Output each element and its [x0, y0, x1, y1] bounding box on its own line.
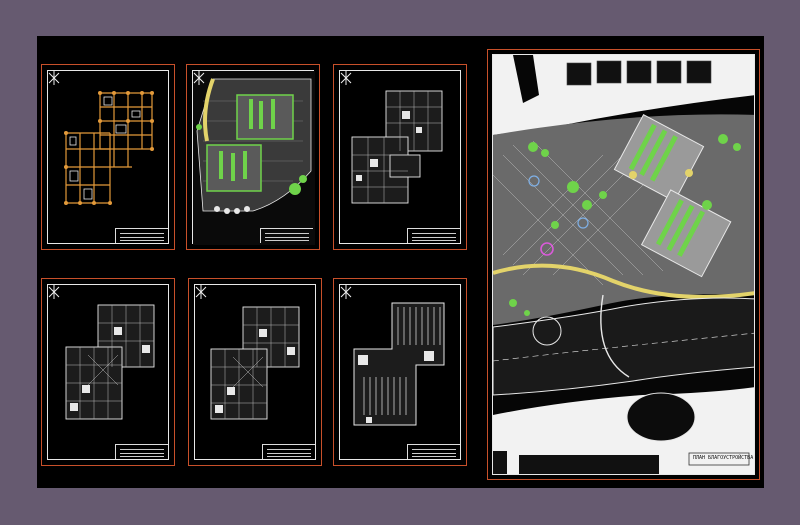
title-block — [260, 228, 313, 243]
title-block — [407, 228, 460, 243]
title-block — [115, 444, 168, 459]
north-arrow-icon — [193, 71, 205, 85]
sheet-frame — [339, 284, 461, 460]
sheet-frame — [47, 284, 169, 460]
sheet-frame — [47, 70, 169, 244]
north-arrow-icon — [195, 285, 207, 299]
parking-plan-drawing — [353, 302, 445, 426]
sheet-frame — [194, 284, 316, 460]
title-block — [115, 228, 168, 243]
title-block — [262, 444, 315, 459]
sheet-parking-level[interactable] — [333, 278, 467, 466]
floor-plan-a-drawing — [351, 90, 443, 204]
sheet-master-site-plan[interactable]: ПЛАН БЛАГОУСТРОЙСТВА — [487, 49, 760, 480]
floor-plan-b-drawing — [65, 304, 155, 420]
north-arrow-icon — [340, 71, 352, 85]
floor-plan-c-drawing — [210, 306, 300, 420]
sheet-typical-floor-c[interactable] — [188, 278, 322, 466]
north-arrow-icon — [48, 71, 60, 85]
green-roof-drawing — [193, 71, 315, 245]
sheet-frame — [192, 70, 315, 245]
site-plan-drawing — [493, 55, 754, 474]
sheet-frame — [339, 70, 461, 244]
sheet-typical-floor-b[interactable] — [41, 278, 175, 466]
structural-grid-drawing — [64, 91, 154, 205]
title-block — [407, 444, 460, 459]
site-plan-title-label: ПЛАН БЛАГОУСТРОЙСТВА — [693, 455, 754, 461]
sheet-frame: ПЛАН БЛАГОУСТРОЙСТВА — [492, 54, 755, 475]
sheet-typical-floor-a[interactable] — [333, 64, 467, 250]
cad-drawing-canvas: ПЛАН БЛАГОУСТРОЙСТВА — [37, 36, 764, 488]
north-arrow-icon — [340, 285, 352, 299]
sheet-green-roof-plan[interactable] — [186, 64, 320, 250]
sheet-structural-grid[interactable] — [41, 64, 175, 250]
north-arrow-icon — [48, 285, 60, 299]
